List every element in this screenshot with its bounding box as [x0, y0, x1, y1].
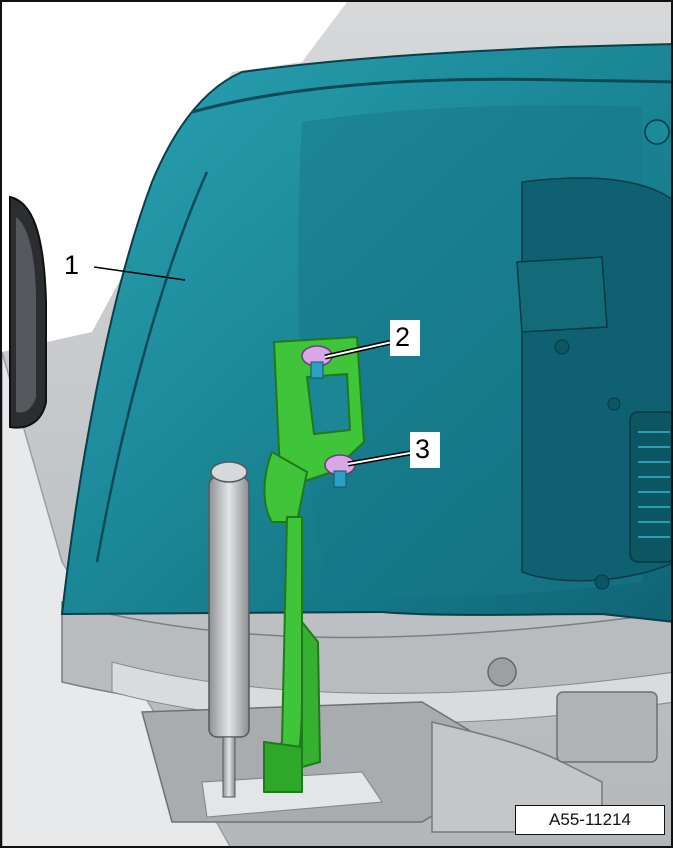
figure-reference-code: A55-11214 — [515, 805, 665, 835]
gas-strut-rod — [222, 736, 236, 798]
mount-bolt — [487, 657, 517, 687]
liner-edge — [95, 171, 209, 563]
callout-1: 1 — [64, 250, 80, 280]
leader-line-1 — [93, 266, 186, 281]
hood-bracket — [263, 336, 365, 793]
bolt-2 — [301, 345, 333, 379]
callout-2: 2 — [395, 322, 411, 352]
callout-2-bg — [390, 320, 420, 356]
liner-clip-top — [644, 119, 670, 145]
liner-grille — [629, 411, 671, 563]
hood-gas-strut — [208, 476, 250, 738]
gas-strut-cap — [210, 461, 248, 483]
callout-3: 3 — [415, 434, 431, 464]
bracket-plate — [201, 771, 383, 818]
liner-clip — [554, 339, 570, 355]
liner-boss — [516, 256, 608, 333]
liner-clip — [607, 397, 621, 411]
headlamp-lens — [16, 217, 36, 413]
leader-line-3 — [347, 452, 411, 465]
liner-rim — [191, 77, 671, 114]
liner-clip — [594, 574, 610, 590]
hose-assembly — [431, 721, 603, 833]
callout-3-bg — [410, 432, 440, 468]
liner-grille-slots — [638, 431, 670, 538]
component-housing — [556, 691, 658, 763]
leader-line-2 — [324, 341, 393, 358]
